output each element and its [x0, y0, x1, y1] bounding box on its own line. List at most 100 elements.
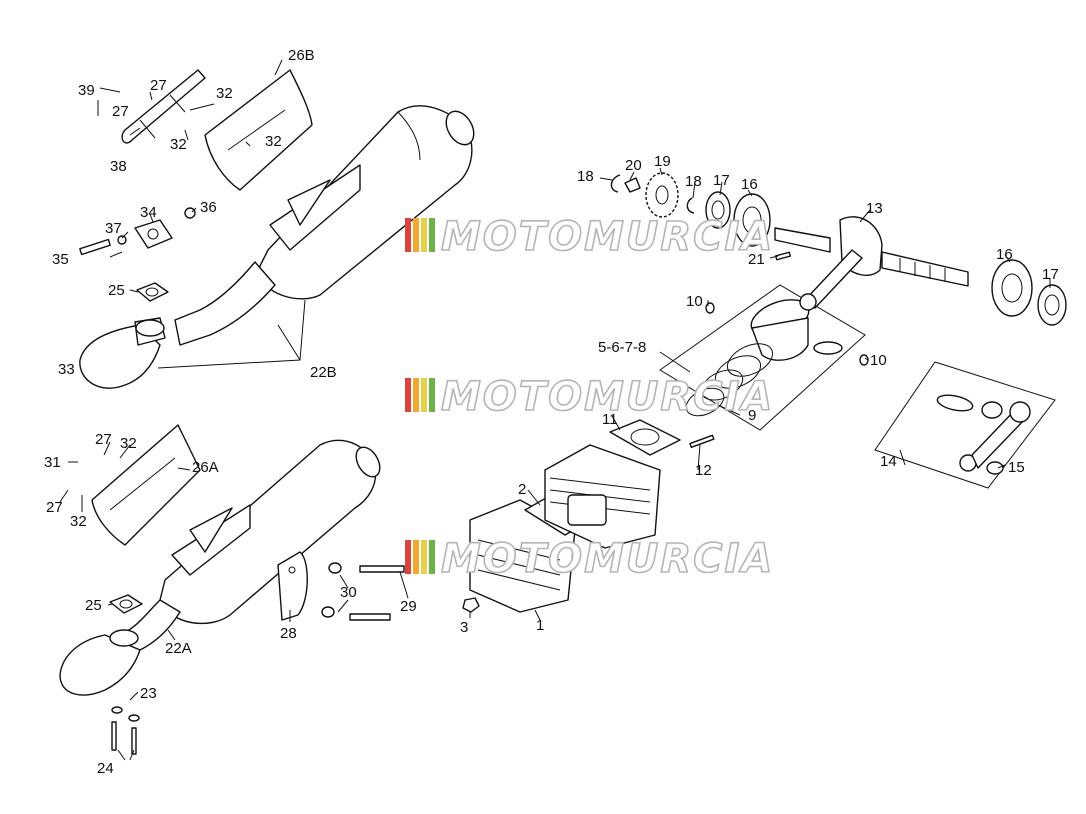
label-23: 23 — [140, 685, 157, 702]
flange-25-upper — [136, 282, 169, 302]
watermark-3: MOTOMURCIA — [405, 535, 774, 583]
nut-36 — [184, 207, 196, 219]
label-5-6-7-8: 5-6-7-8 — [598, 339, 646, 356]
label-18: 18 — [577, 168, 594, 185]
bearing-16-right — [991, 259, 1033, 317]
nut-3 — [462, 597, 480, 613]
base-gasket-11 — [609, 419, 681, 456]
watermark-2: MOTOMURCIA — [405, 373, 774, 421]
gasket-34 — [134, 219, 173, 249]
label-24: 24 — [97, 760, 114, 777]
label-38: 38 — [110, 158, 127, 175]
label-33: 33 — [58, 361, 75, 378]
label-32: 32 — [120, 435, 137, 452]
watermark-1: MOTOMURCIA — [405, 213, 774, 261]
label-25: 25 — [108, 282, 125, 299]
needle-bearing-15 — [986, 461, 1004, 475]
bolts-29 — [349, 565, 405, 621]
label-32: 32 — [170, 136, 187, 153]
label-32: 32 — [216, 85, 233, 102]
label-19: 19 — [654, 153, 671, 170]
label-27: 27 — [112, 103, 129, 120]
label-32: 32 — [70, 513, 87, 530]
label-16: 16 — [996, 246, 1013, 263]
label-13: 13 — [866, 200, 883, 217]
label-11: 11 — [602, 411, 618, 428]
label-22a: 22A — [165, 640, 192, 657]
heat-shield-26b — [204, 69, 313, 191]
label-26b: 26B — [288, 47, 315, 64]
label-10: 10 — [686, 293, 703, 310]
label-14: 14 — [880, 453, 897, 470]
label-1: 1 — [536, 617, 544, 634]
piston-pin — [813, 341, 843, 355]
piston — [750, 299, 810, 361]
label-22b: 22B — [310, 364, 337, 381]
part-labels: 39 27 27 38 32 32 32 26B 34 36 37 35 25 … — [44, 47, 1059, 777]
label-3: 3 — [460, 619, 468, 636]
washers-30 — [321, 562, 342, 618]
circlip-10-a — [705, 302, 715, 314]
label-29: 29 — [400, 598, 417, 615]
circlip-10-b — [859, 354, 869, 366]
stud-12 — [689, 434, 715, 448]
cylinder — [544, 444, 661, 549]
label-12: 12 — [695, 462, 712, 479]
circlip-18-a — [610, 174, 621, 193]
flange-25-lower — [109, 594, 143, 614]
label-36: 36 — [200, 199, 217, 216]
label-21: 21 — [748, 251, 765, 268]
cylinder-head-1 — [469, 499, 576, 613]
label-34: 34 — [140, 204, 157, 221]
label-15: 15 — [1008, 459, 1025, 476]
label-39: 39 — [78, 82, 95, 99]
muffler-22a — [114, 439, 381, 656]
seal-17-left — [705, 191, 731, 229]
label-27: 27 — [95, 431, 112, 448]
label-17: 17 — [1042, 266, 1059, 283]
label-9: 9 — [748, 407, 756, 424]
exhaust-pipe-22a — [59, 629, 141, 696]
label-20: 20 — [625, 157, 642, 174]
gear-19 — [645, 172, 679, 218]
label-27: 27 — [150, 77, 167, 94]
label-37: 37 — [105, 220, 122, 237]
label-28: 28 — [280, 625, 297, 642]
label-27: 27 — [46, 499, 63, 516]
muffler-22b — [174, 105, 475, 346]
label-32: 32 — [265, 133, 282, 150]
bearing-16-left — [733, 193, 771, 247]
bolt-35 — [79, 235, 127, 256]
crankshaft-13 — [774, 216, 969, 311]
heat-shield-26a — [91, 424, 201, 546]
conrod-pin — [936, 394, 974, 412]
label-30: 30 — [340, 584, 357, 601]
label-17: 17 — [713, 172, 730, 189]
exhaust-pipe-33 — [79, 317, 166, 389]
needle-bearing-big — [981, 401, 1003, 419]
label-25: 25 — [85, 597, 102, 614]
conrod-14 — [959, 401, 1031, 472]
seal-17-right — [1037, 284, 1067, 326]
circlip-18-b — [686, 197, 695, 214]
label-31: 31 — [44, 454, 61, 471]
label-10: 10 — [870, 352, 887, 369]
label-35: 35 — [52, 251, 69, 268]
studs-24 — [111, 706, 140, 755]
watermark-text: MOTOMURCIA — [441, 214, 774, 260]
piston-rings — [685, 343, 774, 417]
label-2: 2 — [518, 481, 526, 498]
bracket-28 — [277, 551, 308, 621]
key-21 — [775, 251, 791, 261]
piston-group-box — [659, 284, 866, 431]
watermark-text: MOTOMURCIA — [441, 536, 774, 582]
watermark-text: MOTOMURCIA — [441, 374, 774, 420]
conrod-kit-box — [874, 361, 1056, 489]
shield-bracket-38 — [121, 69, 206, 144]
leader-lines — [59, 59, 1051, 761]
label-26a: 26A — [192, 459, 219, 476]
label-18: 18 — [685, 173, 702, 190]
key-20 — [624, 177, 641, 193]
label-16: 16 — [741, 176, 758, 193]
